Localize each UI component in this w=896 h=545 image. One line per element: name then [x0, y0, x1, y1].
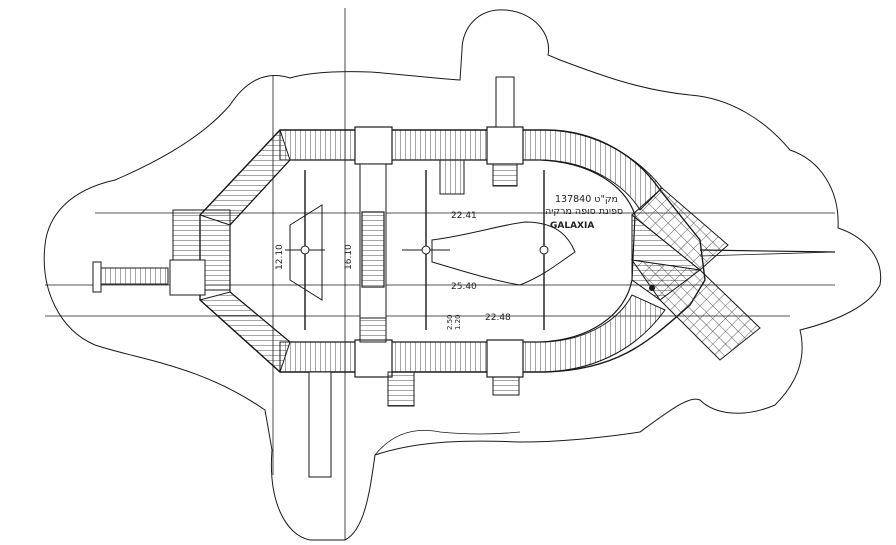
safety-zone-inner-notch — [374, 430, 521, 456]
sail-right — [431, 221, 576, 286]
product-catalog-line: מק"ט 137840 — [555, 194, 618, 205]
deck-planks-bottom-middle — [391, 341, 488, 373]
slide-bottom-left — [308, 371, 332, 478]
product-name-line: ספינת סופה מרקיה — [545, 206, 623, 217]
brand-logo-text: GALAXIA — [550, 221, 594, 231]
bow-anchor-point — [649, 285, 655, 291]
dim-bottom-width: 22.48 — [485, 313, 511, 323]
dim-inner-depth: 12.10 — [275, 244, 285, 270]
stairs-top-middle — [439, 159, 465, 195]
sail-left — [289, 204, 323, 301]
bow-deck — [631, 213, 701, 301]
tower-top-right — [486, 126, 524, 165]
slide-top — [495, 76, 515, 128]
stairs-bottom-right — [492, 376, 520, 396]
dim-small-a: 2.50 — [446, 314, 454, 330]
dim-top-width: 22.41 — [451, 211, 477, 221]
bowsprit-rope — [699, 251, 836, 257]
bowsprit — [699, 249, 836, 253]
stairs-bottom-left — [387, 371, 415, 407]
deck-planks-top-middle — [391, 129, 488, 161]
dim-overall-length: 25.40 — [451, 282, 477, 292]
safety-zone-outline — [43, 9, 882, 541]
dim-outer-depth: 16.10 — [344, 244, 354, 270]
mast-base-left — [300, 245, 310, 255]
mast-base-middle — [421, 245, 431, 255]
tower-bottom-right — [486, 339, 524, 378]
stairs-top-right — [492, 163, 518, 187]
deck-planks-bottom-left — [279, 341, 356, 373]
deck-planks-stern-bottom — [198, 291, 291, 373]
deck-planks-bottom-bow — [522, 294, 666, 373]
dim-small-b: 1.20 — [454, 314, 462, 330]
stern-ladder-end — [92, 261, 102, 293]
stern-ladder — [97, 267, 169, 285]
stern-tower-block — [169, 259, 206, 296]
tower-top-left — [354, 126, 393, 165]
central-bridge-net — [361, 211, 385, 288]
mast-base-right — [539, 245, 549, 255]
deck-planks-top-left — [279, 129, 356, 161]
bridge-lower-planks — [359, 317, 387, 343]
tower-bottom-left — [354, 339, 393, 378]
